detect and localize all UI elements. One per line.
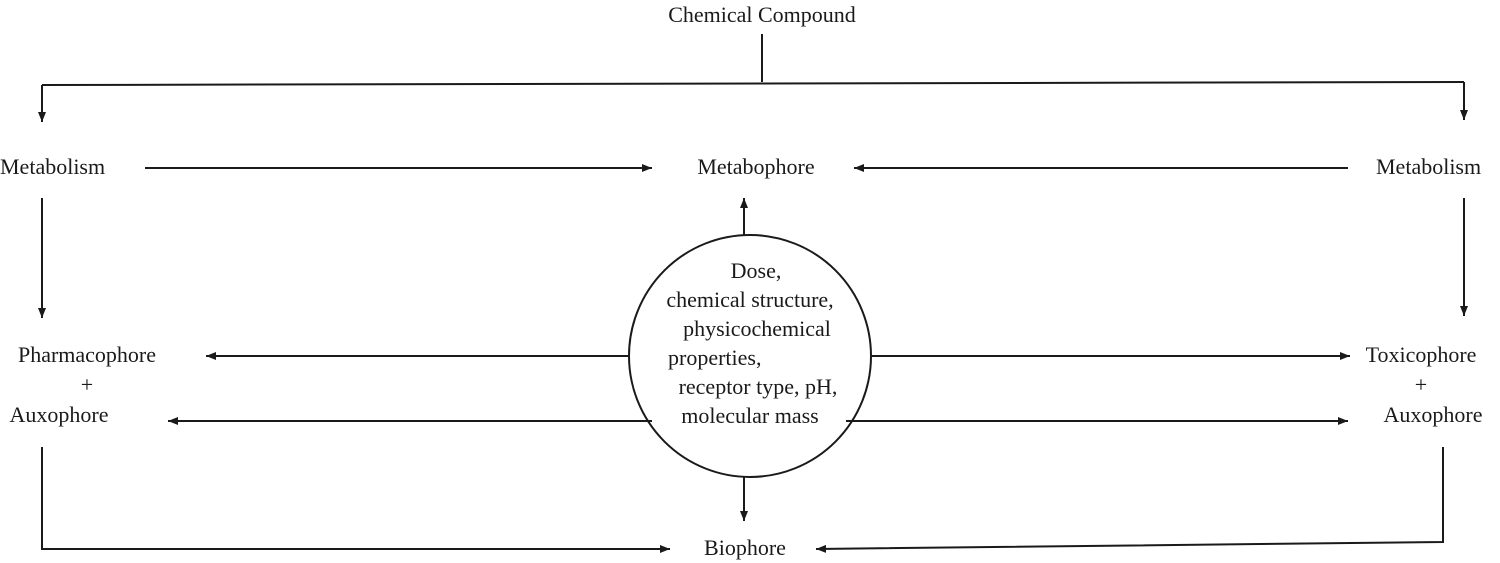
metabophore-label: Metabophore xyxy=(697,154,815,179)
factor-dose: Dose, xyxy=(730,258,782,283)
pharmacophore-auxophore-label: Pharmacophore + Auxophore xyxy=(0,340,174,430)
toxicophore-text: Toxicophore xyxy=(1365,342,1477,367)
factor-properties: properties, xyxy=(668,345,762,370)
path-pharmacophore-to-biophore xyxy=(41,447,670,553)
right-auxophore-text: Auxophore xyxy=(1383,402,1483,427)
plus-sign-right: + xyxy=(1414,372,1428,397)
factor-receptor-ph: receptor type, pH, xyxy=(678,374,838,399)
factor-molecular-mass: molecular mass xyxy=(681,403,819,428)
left-metabolism-label: Metabolism xyxy=(0,154,106,179)
plus-sign-left: + xyxy=(80,372,94,397)
biophore-label: Biophore xyxy=(704,535,786,560)
chemical-compound-label: Chemical Compound xyxy=(668,2,856,27)
top-bar xyxy=(41,81,1465,86)
left-auxophore-text: Auxophore xyxy=(9,402,109,427)
path-toxicophore-to-biophore xyxy=(815,447,1444,553)
factor-physicochemical: physicochemical xyxy=(683,316,831,341)
toxicophore-auxophore-label: Toxicophore + Auxophore xyxy=(1342,340,1500,430)
pharmacophore-text: Pharmacophore xyxy=(17,342,157,367)
right-metabolism-label: Metabolism xyxy=(1376,154,1482,179)
factors-text: Dose, chemical structure, physicochemica… xyxy=(628,256,872,430)
factor-chemical-structure: chemical structure, xyxy=(666,287,834,312)
